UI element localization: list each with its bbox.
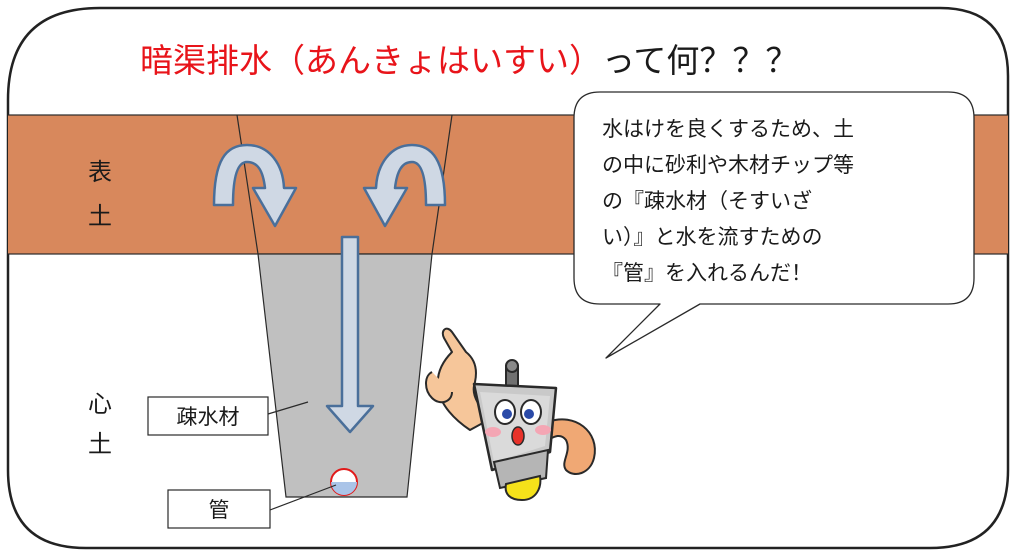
pipe-label: 管: [209, 498, 230, 522]
speech-line-5: 『管』を入れるんだ！: [602, 261, 812, 285]
mascot-character: [425, 327, 596, 502]
pipe-leader: [269, 484, 337, 511]
drainage-material-box: [147, 396, 269, 436]
subsoil-label-1: 心: [88, 390, 112, 418]
curved-arrow-right-icon: [362, 143, 447, 228]
speech-line-1: 水はけを良くするため、土: [602, 117, 854, 141]
topsoil-label-1: 表: [88, 158, 112, 186]
page-title: 暗渠排水（あんきょはいすい）って何？？？: [140, 41, 798, 80]
pipe-box: [167, 489, 271, 529]
subsoil-label-2: 土: [88, 430, 112, 458]
drainage-material-leader: [267, 401, 309, 415]
speech-line-2: の中に砂利や木材チップ等: [602, 153, 854, 177]
curved-arrow-left-icon: [212, 143, 298, 228]
speech-bubble: 水はけを良くするため、土 の中に砂利や木材チップ等 の『疎水材（そすいざ い）』…: [573, 91, 975, 359]
speech-line-3: の『疎水材（そすいざ: [602, 189, 812, 213]
speech-line-4: い）』と水を流すための: [602, 225, 823, 249]
drainage-material-label: 疎水材: [177, 405, 240, 429]
down-arrow-icon: [325, 235, 375, 434]
title-highlight: 暗渠排水（あんきょはいすい）: [140, 41, 602, 80]
topsoil-label-2: 土: [88, 202, 112, 230]
trench-edge-left: [236, 114, 259, 255]
drain-pipe: [330, 468, 358, 496]
title-rest: って何？？？: [602, 41, 798, 80]
